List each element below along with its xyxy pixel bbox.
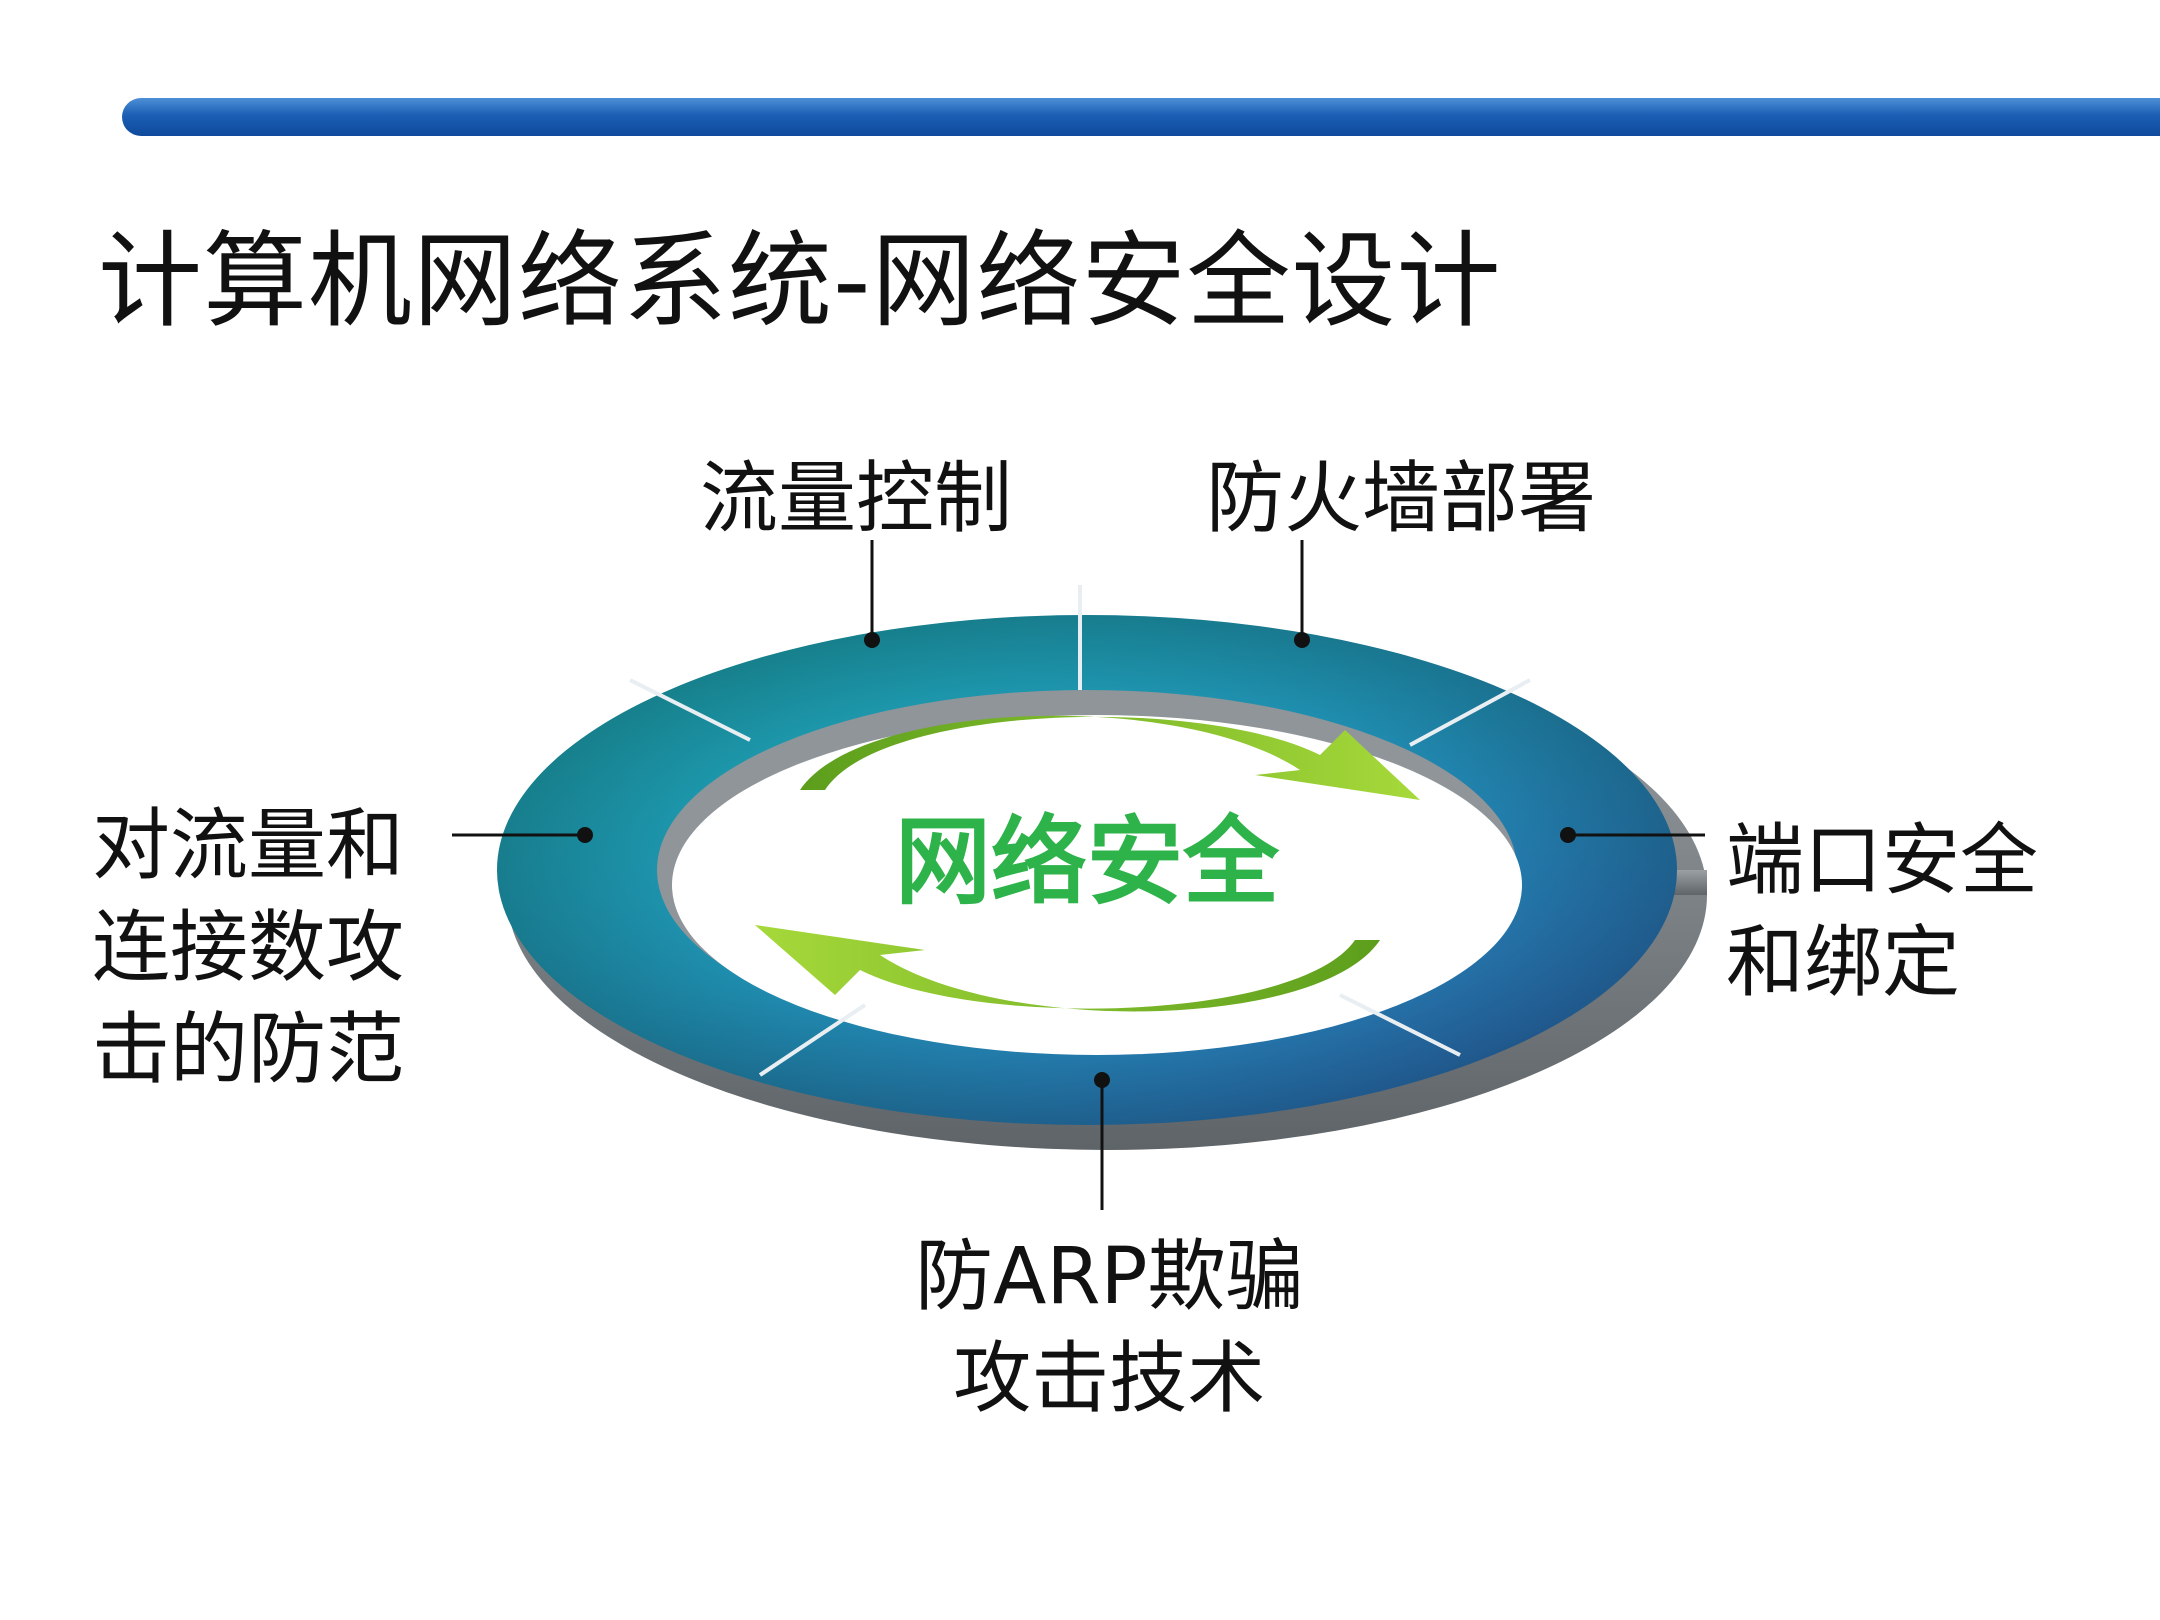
label-traffic-attack: 对流量和 连接数攻 击的防范 [92,795,404,1101]
label-traffic-attack-line-3: 击的防范 [92,1005,405,1095]
label-port-security-line-1: 端口安全 [1726,816,2039,906]
label-firewall: 防火墙部署 [1206,448,1596,550]
label-traffic-attack-line-2: 连接数攻 [92,903,405,993]
label-flow-control-text: 流量控制 [700,454,1013,544]
label-firewall-text: 防火墙部署 [1206,454,1597,544]
ring-segment-dividers [629,585,1531,1077]
label-port-security: 端口安全 和绑定 [1726,810,2038,1014]
label-port-security-line-2: 和绑定 [1726,918,1961,1008]
leader-firewall [1294,540,1310,648]
label-arp-line-1: 防ARP欺骗 [915,1232,1304,1322]
label-arp-line-2: 攻击技术 [953,1334,1266,1424]
center-label: 网络安全 [895,806,1280,918]
page-title: 计算机网络系统-网络安全设计 [98,220,1502,342]
leader-port-security [1560,827,1705,843]
arrow-bottom-icon [755,925,1380,1012]
label-traffic-attack-line-1: 对流量和 [92,801,405,891]
leader-traffic-attack [452,827,593,843]
leader-arp [1094,1072,1110,1210]
arrow-top-icon [800,715,1420,800]
label-flow-control: 流量控制 [700,448,1012,550]
leader-flow-control [864,540,880,648]
header-accent-bar [122,98,2160,136]
label-arp: 防ARP欺骗 攻击技术 [915,1226,1304,1430]
